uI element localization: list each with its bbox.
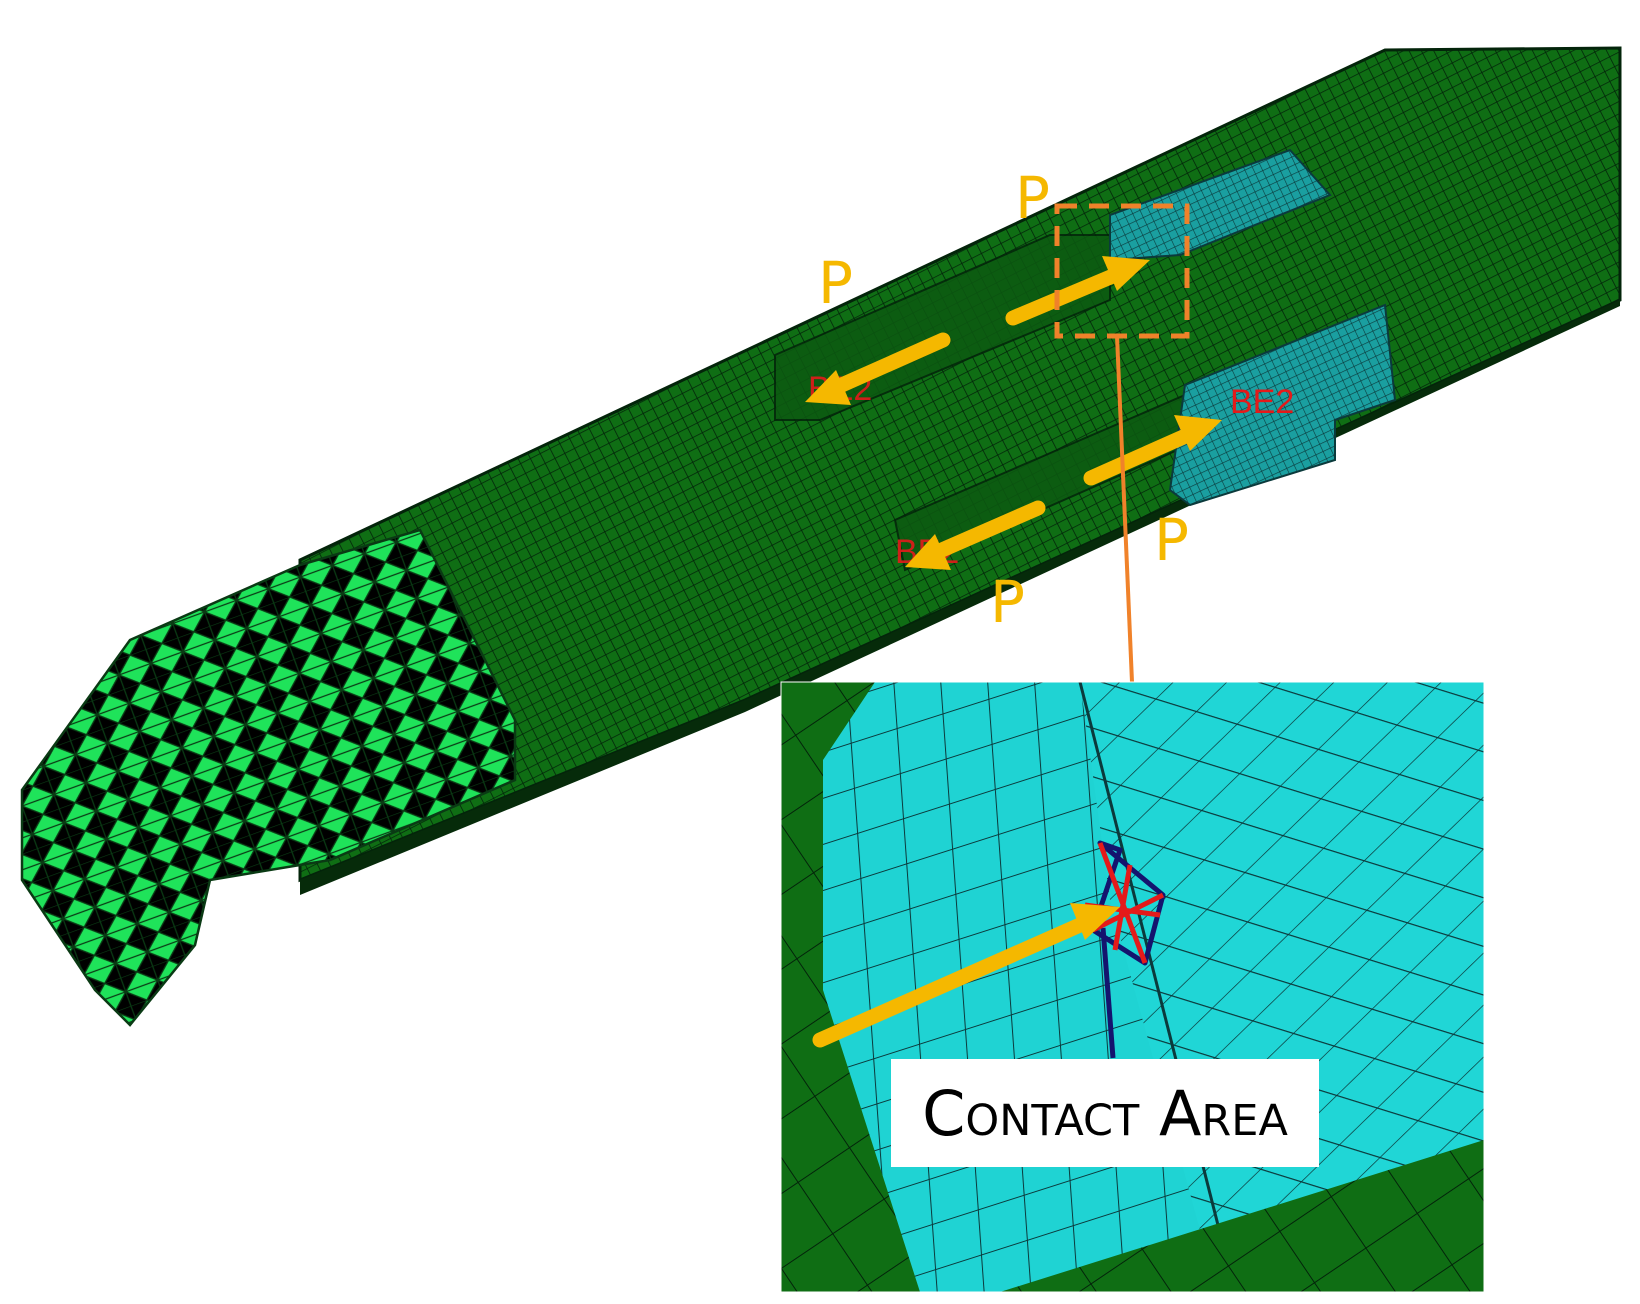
zoom-region-marker — [1054, 203, 1190, 339]
load-label-lower-right: P — [1154, 506, 1189, 574]
inset-arrow — [812, 903, 1120, 1048]
arrow-lower-right — [1083, 415, 1222, 486]
load-label-lower-left: P — [990, 568, 1025, 636]
pipe-tet-endcap — [20, 528, 517, 1027]
right-block-tag: BE2 — [1230, 383, 1294, 421]
pipe-bottom-rim — [300, 300, 1620, 895]
load-label-top-left: P — [818, 249, 853, 317]
upper-cyan-block — [1109, 148, 1332, 262]
contact-area-label: Contact Area — [891, 1059, 1319, 1167]
leader-line — [1115, 335, 1134, 683]
arrow-top-right — [1005, 256, 1150, 326]
load-arrows — [805, 256, 1222, 570]
load-label-top-right: P — [1015, 164, 1050, 232]
contact-element — [1084, 840, 1166, 1059]
contact-area-text: Contact Area — [922, 1076, 1288, 1150]
arrow-lower-left — [905, 500, 1046, 570]
inset-zoom-view — [781, 682, 1484, 1292]
arrow-top-left — [805, 332, 951, 405]
right-cyan-block — [1168, 303, 1397, 507]
inset-lower-plate — [1000, 1140, 1484, 1292]
